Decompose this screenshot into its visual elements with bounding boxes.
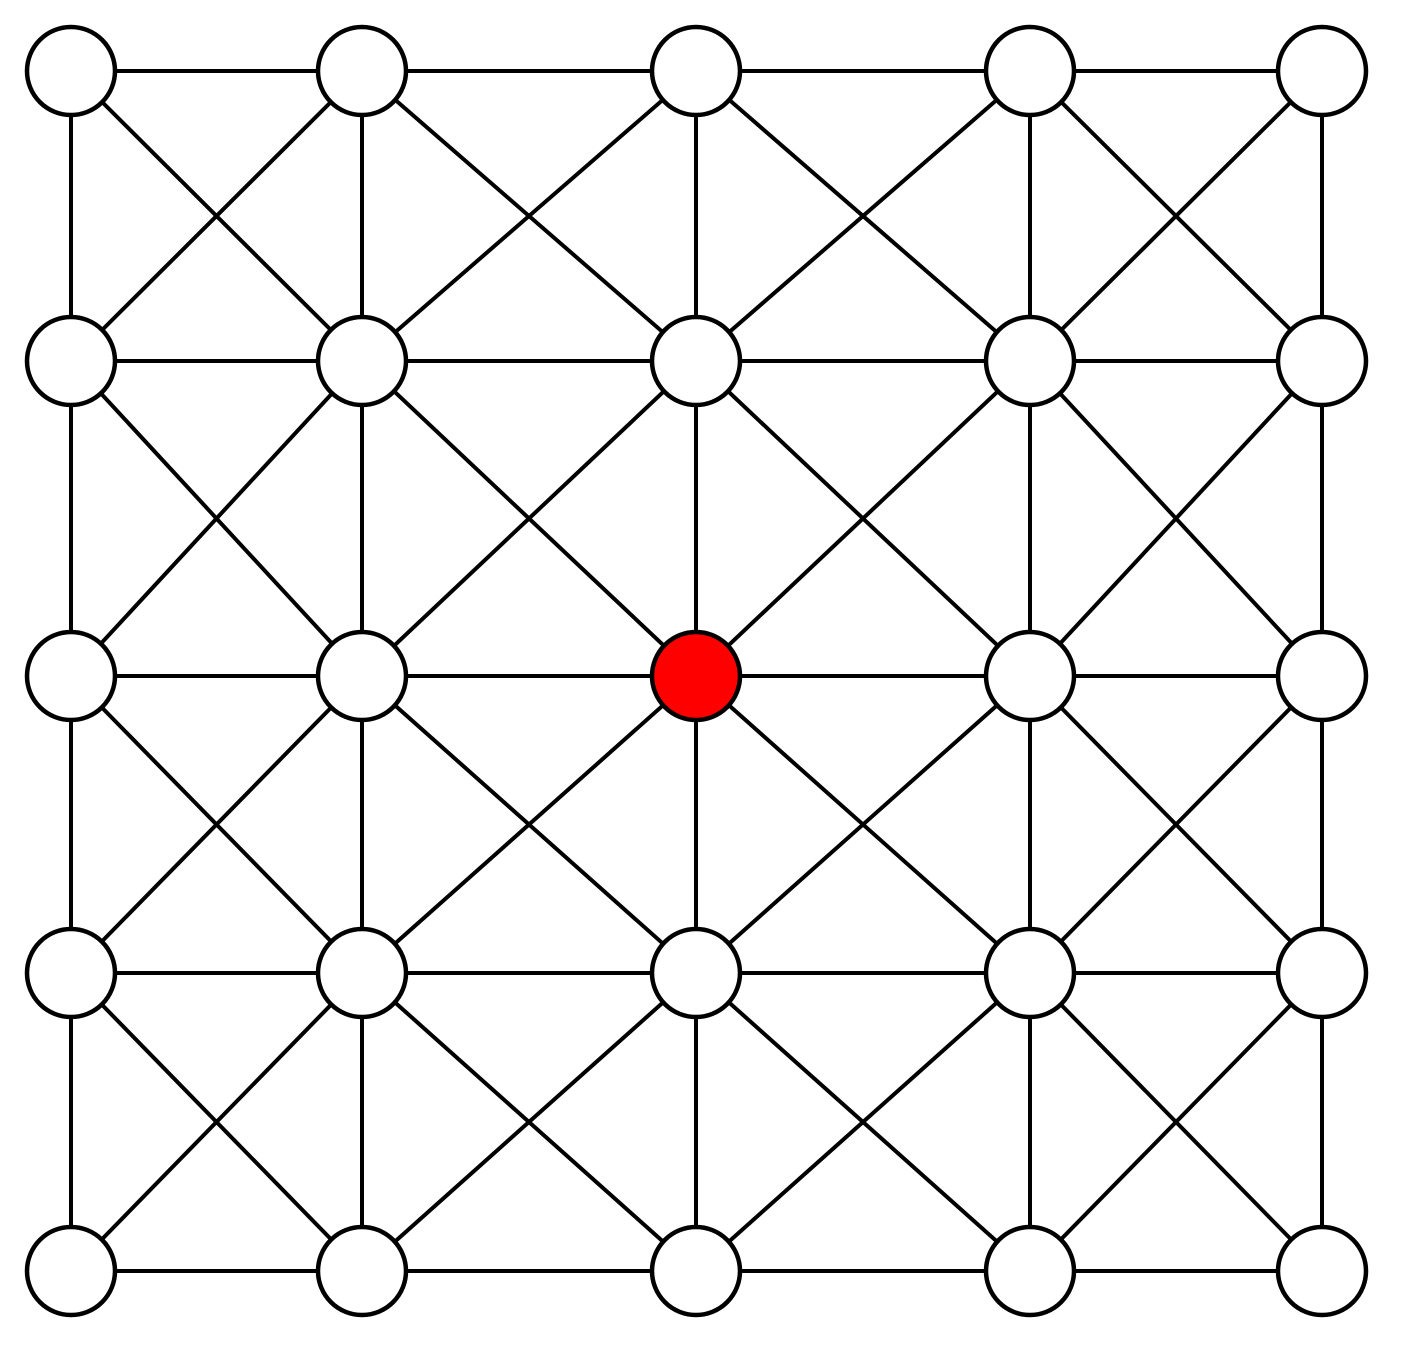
graph-node: [983, 926, 1077, 1020]
graph-node: [983, 1224, 1077, 1318]
graph-node: [1275, 926, 1369, 1020]
graph-node: [24, 24, 118, 118]
graph-node: [24, 926, 118, 1020]
graph-node: [649, 1224, 743, 1318]
graph-edge: [694, 359, 1032, 678]
graph-node: [983, 314, 1077, 408]
graph-edge: [1028, 359, 1324, 678]
graph-node: [649, 926, 743, 1020]
graph-node: [315, 24, 409, 118]
graph-node: [1275, 629, 1369, 723]
graph-node: [315, 629, 409, 723]
graph-node: [1275, 24, 1369, 118]
graph-edge: [69, 674, 364, 975]
graph-edge: [1028, 674, 1324, 975]
graph-node: [983, 629, 1077, 723]
graph-node: [1275, 314, 1369, 408]
graph-edge: [1028, 69, 1324, 363]
graph-edge: [1028, 971, 1324, 1273]
graph-edge: [694, 69, 1032, 363]
graph-node: [24, 1224, 118, 1318]
graph-edge: [69, 359, 364, 678]
graph-edge: [69, 69, 364, 363]
graph-edge: [694, 971, 1032, 1273]
graph-edge: [360, 359, 698, 678]
graph-node: [24, 629, 118, 723]
graph-node: [315, 314, 409, 408]
node-layer: [24, 24, 1369, 1318]
highlighted-node: [649, 629, 743, 723]
graph-node: [649, 24, 743, 118]
graph-edge: [694, 674, 1032, 975]
graph-node: [649, 314, 743, 408]
graph-edge: [69, 971, 364, 1273]
graph-edge: [360, 971, 698, 1273]
graph-node: [24, 314, 118, 408]
graph-edge: [360, 69, 698, 363]
graph-node: [1275, 1224, 1369, 1318]
edge-layer: [69, 69, 1324, 1273]
graph-node: [983, 24, 1077, 118]
graph-node: [315, 1224, 409, 1318]
graph-node: [315, 926, 409, 1020]
graph-edge: [360, 674, 698, 975]
